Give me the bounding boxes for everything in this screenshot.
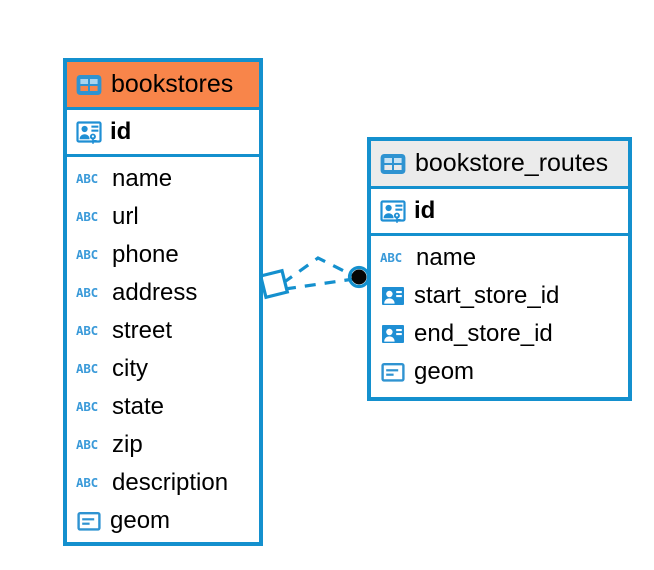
- svg-text:ABC: ABC: [76, 209, 98, 224]
- primary-key-section-bookstore-routes: id: [371, 189, 628, 236]
- field-row-id[interactable]: id: [67, 110, 259, 154]
- svg-text:ABC: ABC: [76, 171, 98, 186]
- field-label: state: [112, 393, 165, 420]
- abc-text-icon: ABC: [76, 394, 104, 420]
- svg-text:ABC: ABC: [76, 247, 98, 262]
- entity-header-bookstore-routes[interactable]: bookstore_routes: [371, 141, 628, 189]
- field-label: zip: [112, 431, 143, 458]
- svg-text:ABC: ABC: [76, 437, 98, 452]
- field-label: geom: [110, 507, 171, 534]
- field-label: city: [112, 355, 148, 382]
- field-label: url: [112, 203, 139, 230]
- svg-text:ABC: ABC: [380, 250, 402, 265]
- entity-title: bookstores: [111, 70, 234, 98]
- entity-header-bookstores[interactable]: bookstores: [67, 62, 259, 110]
- field-row-street[interactable]: ABC street: [67, 312, 259, 350]
- field-row-description[interactable]: ABC description: [67, 464, 259, 502]
- table-grid-icon: [380, 151, 406, 177]
- field-list-bookstore-routes: ABC name start_store_id: [371, 236, 628, 395]
- diamond-marker: [258, 268, 290, 300]
- geometry-icon: [380, 359, 406, 385]
- svg-text:ABC: ABC: [76, 323, 98, 338]
- field-label: street: [112, 317, 173, 344]
- svg-text:ABC: ABC: [76, 399, 98, 414]
- field-row-state[interactable]: ABC state: [67, 388, 259, 426]
- entity-bookstore-routes[interactable]: bookstore_routes: [367, 137, 632, 401]
- field-row-id[interactable]: id: [371, 189, 628, 233]
- relationship-line-lower: [284, 277, 355, 291]
- field-label: id: [110, 118, 132, 145]
- primary-key-icon: [76, 119, 102, 145]
- field-label: id: [414, 197, 436, 224]
- geometry-icon: [76, 508, 102, 534]
- field-row-geom[interactable]: geom: [371, 353, 628, 391]
- field-label: description: [112, 469, 229, 496]
- abc-text-icon: ABC: [76, 356, 104, 382]
- field-label: start_store_id: [414, 282, 560, 309]
- field-label: phone: [112, 241, 179, 268]
- abc-text-icon: ABC: [380, 245, 408, 271]
- field-row-city[interactable]: ABC city: [67, 350, 259, 388]
- foreign-key-icon: [380, 283, 406, 309]
- svg-text:ABC: ABC: [76, 475, 98, 490]
- field-row-name[interactable]: ABC name: [67, 160, 259, 198]
- table-grid-icon: [76, 72, 102, 98]
- entity-bookstores[interactable]: bookstores id: [63, 58, 263, 546]
- dot-marker: [347, 265, 371, 289]
- abc-text-icon: ABC: [76, 470, 104, 496]
- field-row-geom[interactable]: geom: [67, 502, 259, 540]
- field-list-bookstores: ABC name ABC url ABC p: [67, 157, 259, 544]
- abc-text-icon: ABC: [76, 166, 104, 192]
- svg-text:ABC: ABC: [76, 361, 98, 376]
- abc-text-icon: ABC: [76, 318, 104, 344]
- svg-text:ABC: ABC: [76, 285, 98, 300]
- field-label: name: [416, 244, 477, 271]
- field-row-name[interactable]: ABC name: [371, 239, 628, 277]
- field-label: name: [112, 165, 173, 192]
- field-label: end_store_id: [414, 320, 553, 347]
- field-row-phone[interactable]: ABC phone: [67, 236, 259, 274]
- relationship-line-upper: [282, 256, 357, 285]
- primary-key-icon: [380, 198, 406, 224]
- abc-text-icon: ABC: [76, 432, 104, 458]
- field-row-url[interactable]: ABC url: [67, 198, 259, 236]
- field-row-end-store-id[interactable]: end_store_id: [371, 315, 628, 353]
- field-row-start-store-id[interactable]: start_store_id: [371, 277, 628, 315]
- field-label: geom: [414, 358, 475, 385]
- abc-text-icon: ABC: [76, 242, 104, 268]
- primary-key-section-bookstores: id: [67, 110, 259, 157]
- abc-text-icon: ABC: [76, 280, 104, 306]
- abc-text-icon: ABC: [76, 204, 104, 230]
- field-row-zip[interactable]: ABC zip: [67, 426, 259, 464]
- entity-title: bookstore_routes: [415, 149, 609, 177]
- field-row-address[interactable]: ABC address: [67, 274, 259, 312]
- foreign-key-icon: [380, 321, 406, 347]
- field-label: address: [112, 279, 198, 306]
